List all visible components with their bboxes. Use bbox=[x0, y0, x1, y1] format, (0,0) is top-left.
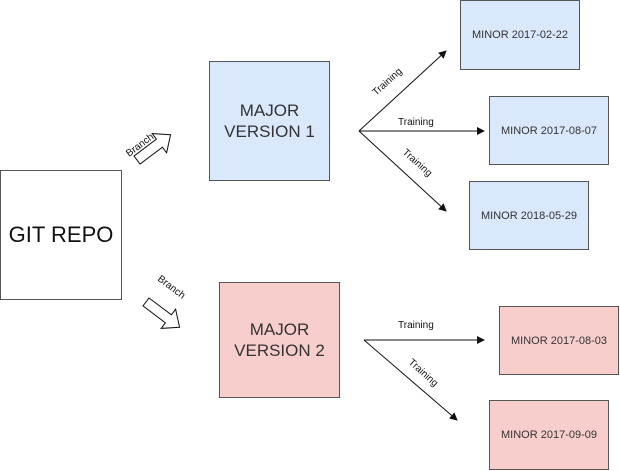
minor-node-v1-2018-05-29: MINOR 2018-05-29 bbox=[469, 181, 589, 250]
git-repo-node: GIT REPO bbox=[0, 170, 122, 300]
training-edge-v2-b bbox=[363, 339, 458, 421]
branch-arrow-major1 bbox=[133, 133, 172, 165]
branch-arrow-major2 bbox=[142, 297, 181, 329]
training-label-v1-c: Training bbox=[400, 147, 434, 179]
minor-node-v2-2017-08-03: MINOR 2017-08-03 bbox=[499, 306, 619, 375]
major-version-1-node: MAJOR VERSION 1 bbox=[209, 61, 330, 181]
major-version-2-node: MAJOR VERSION 2 bbox=[219, 282, 340, 398]
minor-node-v1-2017-08-07: MINOR 2017-08-07 bbox=[489, 96, 609, 165]
branch-label-major2: Branch bbox=[155, 274, 187, 302]
training-label-v1-b: Training bbox=[398, 117, 434, 128]
training-edge-v1-a bbox=[358, 50, 447, 132]
minor-node-v2-2017-09-09: MINOR 2017-09-09 bbox=[489, 400, 609, 470]
training-label-v2-a: Training bbox=[398, 320, 434, 331]
training-edge-v1-c bbox=[358, 130, 447, 212]
minor-node-v1-2017-02-22: MINOR 2017-02-22 bbox=[460, 0, 580, 70]
training-label-v2-b: Training bbox=[406, 357, 440, 389]
